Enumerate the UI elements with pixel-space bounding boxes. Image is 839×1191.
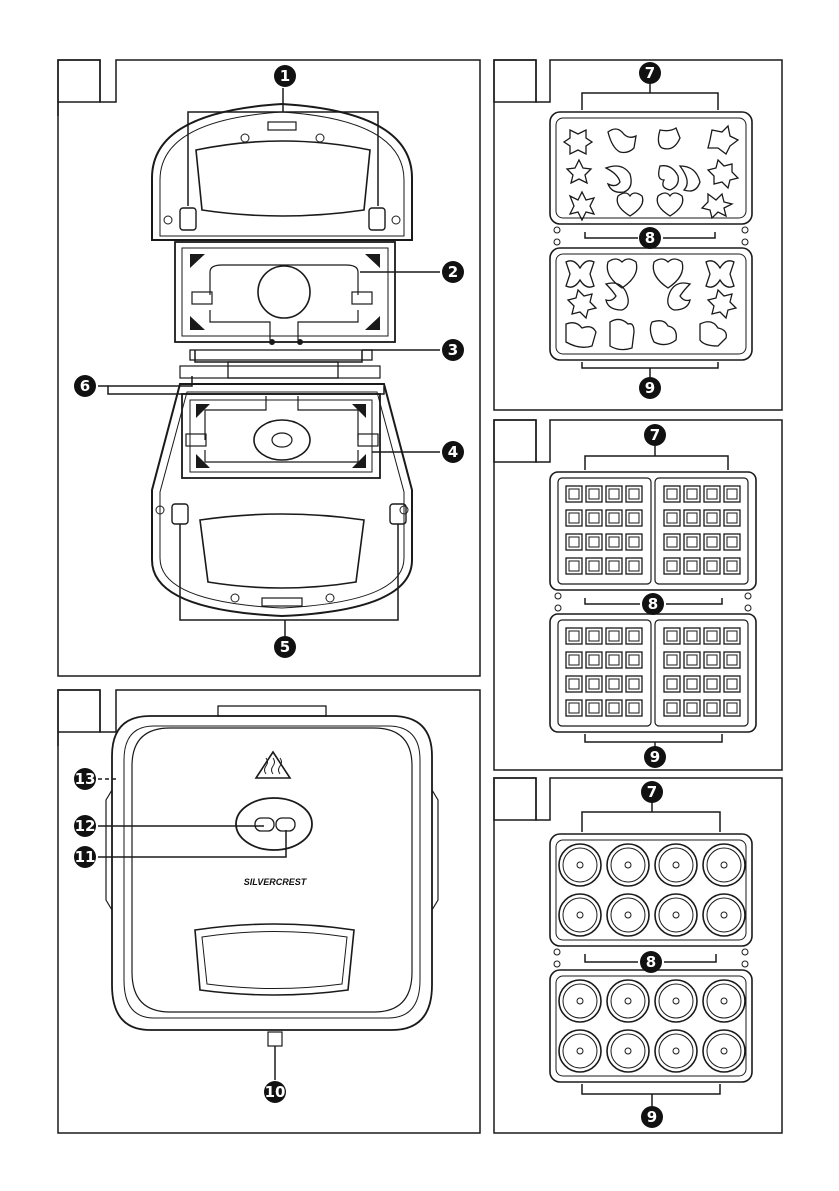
svg-text:4: 4: [448, 443, 458, 461]
svg-text:1: 1: [280, 67, 290, 85]
svg-text:10: 10: [265, 1083, 286, 1101]
svg-text:9: 9: [645, 379, 655, 397]
callout-2: 2: [442, 261, 464, 283]
brand-logo: SILVERCREST: [244, 877, 308, 887]
callout-7-donut: 7: [641, 781, 663, 803]
panel-3-number-box: [494, 60, 536, 102]
upper-heating-plate: [175, 242, 395, 345]
hot-surface-warning-icon: [256, 752, 290, 778]
callout-4: 4: [442, 441, 464, 463]
lower-heating-plate: [182, 394, 380, 478]
callout-8-cookie: 8: [639, 227, 661, 249]
lid-handle-recess: [196, 141, 370, 216]
callout-7-cookie: 7: [639, 62, 661, 84]
hinge: [180, 350, 380, 378]
callout-13: 13: [74, 768, 96, 790]
callout-9-waffle: 9: [644, 746, 666, 768]
callout-7-waffle: 7: [644, 424, 666, 446]
waffle-grid-lower-left: [566, 628, 642, 716]
svg-text:9: 9: [647, 1108, 657, 1126]
callout-1: 1: [274, 65, 296, 87]
donut-plate-lower: [550, 970, 752, 1082]
callout-9-cookie: 9: [639, 377, 661, 399]
svg-text:8: 8: [648, 595, 658, 613]
svg-text:11: 11: [75, 848, 96, 866]
panel-2-number-box: [58, 690, 100, 732]
panel-2-leader-lines: [98, 779, 286, 1080]
svg-text:3: 3: [448, 341, 458, 359]
callout-9-donut: 9: [641, 1106, 663, 1128]
svg-text:6: 6: [80, 377, 90, 395]
callout-3: 3: [442, 339, 464, 361]
upper-lid: [152, 104, 412, 240]
callout-8-waffle: 8: [642, 593, 664, 615]
svg-text:8: 8: [646, 953, 656, 971]
callout-11: 11: [74, 846, 96, 868]
callout-12: 12: [74, 815, 96, 837]
donut-rings-upper: [559, 844, 745, 936]
svg-text:12: 12: [75, 817, 96, 835]
panel-5-donut-plates: 7 8 9: [494, 778, 782, 1133]
donut-plate-upper: [550, 834, 752, 946]
panel-1-open-appliance: 1 2 3 6 4 5: [58, 60, 480, 676]
housing: [112, 716, 432, 1030]
svg-text:7: 7: [645, 64, 655, 82]
power-cord-outlet: [268, 1032, 282, 1046]
svg-text:2: 2: [448, 263, 458, 281]
panel-5-number-box: [494, 778, 536, 820]
upper-plate-release-left: [180, 208, 196, 230]
panel-4-waffle-plates: 7 8 9: [494, 420, 782, 770]
ready-indicator-light: [276, 818, 295, 831]
panel-1-leader-lines: [98, 88, 440, 636]
base-handle-recess: [200, 514, 364, 588]
callout-6: 6: [74, 375, 96, 397]
svg-text:5: 5: [280, 638, 290, 656]
lower-base: [152, 384, 412, 616]
callout-10: 10: [264, 1081, 286, 1103]
cookie-plate-upper: [550, 112, 752, 224]
panel-1-number-box: [58, 60, 100, 102]
lower-plate-release-left: [172, 504, 188, 524]
callout-8-donut: 8: [640, 951, 662, 973]
panel-2-closed-appliance: SILVERCREST 13 12 11 10: [58, 690, 480, 1133]
waffle-plate-upper: [550, 472, 756, 590]
waffle-grid-upper-right: [664, 486, 740, 574]
waffle-grid-lower-right: [664, 628, 740, 716]
svg-text:7: 7: [650, 426, 660, 444]
donut-rings-lower: [559, 980, 745, 1072]
svg-text:7: 7: [647, 783, 657, 801]
svg-text:13: 13: [75, 770, 96, 788]
upper-plate-release-right: [369, 208, 385, 230]
svg-text:9: 9: [650, 748, 660, 766]
power-indicator-light: [255, 818, 274, 831]
panel-4-number-box: [494, 420, 536, 462]
waffle-plate-lower: [550, 614, 756, 732]
callout-5: 5: [274, 636, 296, 658]
panel-3-cookie-plates: 7 8 9: [494, 60, 782, 410]
waffle-grid-upper-left: [566, 486, 642, 574]
svg-text:8: 8: [645, 229, 655, 247]
